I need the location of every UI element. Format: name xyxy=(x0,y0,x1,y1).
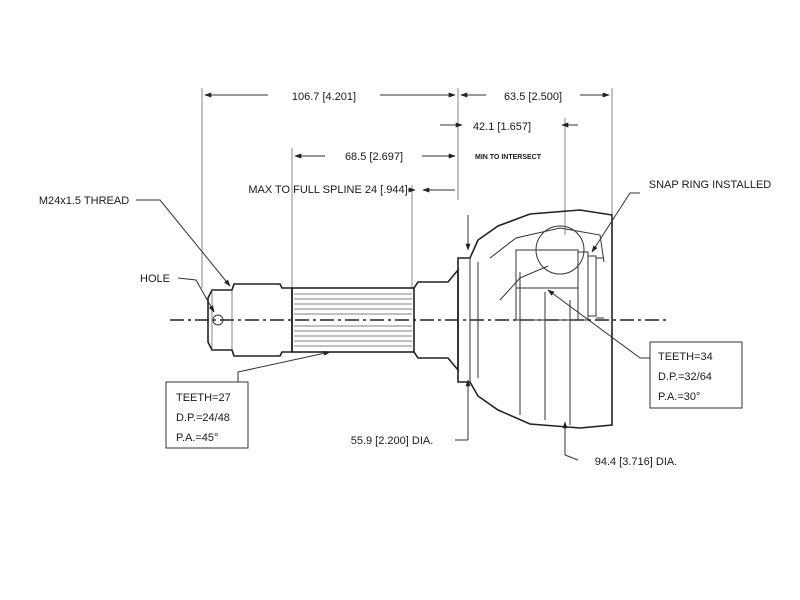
dim-shaft-dia: 55.9 [2.200] DIA. xyxy=(351,435,434,447)
dim-outer-dia: 94.4 [3.716] DIA. xyxy=(595,456,678,468)
ball-bearing xyxy=(535,225,585,275)
callout-snap-ring: SNAP RING INSTALLED xyxy=(649,179,772,191)
left-dp: D.P.=24/48 xyxy=(176,412,230,424)
right-dp: D.P.=32/64 xyxy=(658,371,712,383)
left-teeth: TEETH=27 xyxy=(176,392,231,404)
note-min-intersect: MIN TO INTERSECT xyxy=(475,154,542,161)
callout-thread: M24x1.5 THREAD xyxy=(39,195,129,207)
spline-spec-box-left xyxy=(165,381,249,449)
dim-overall-length: 106.7 [4.201] xyxy=(292,91,356,103)
bell-housing xyxy=(457,209,613,429)
dim-center-offset: 42.1 [1.657] xyxy=(473,121,531,133)
callout-hole: HOLE xyxy=(140,273,170,285)
right-pa: P.A.=30° xyxy=(658,391,700,403)
dim-shaft-length: 68.5 [2.697] xyxy=(345,151,403,163)
leader-lines xyxy=(136,192,650,382)
hole-icon xyxy=(212,314,224,326)
dimension-lines xyxy=(204,92,610,461)
dim-housing-length: 63.5 [2.500] xyxy=(504,91,562,103)
extension-lines xyxy=(201,88,613,288)
dim-spline-length: MAX TO FULL SPLINE 24 [.944] xyxy=(248,184,407,196)
left-pa: P.A.=45° xyxy=(176,432,218,444)
right-teeth: TEETH=34 xyxy=(658,351,713,363)
spline-spec-box-right xyxy=(649,341,743,409)
